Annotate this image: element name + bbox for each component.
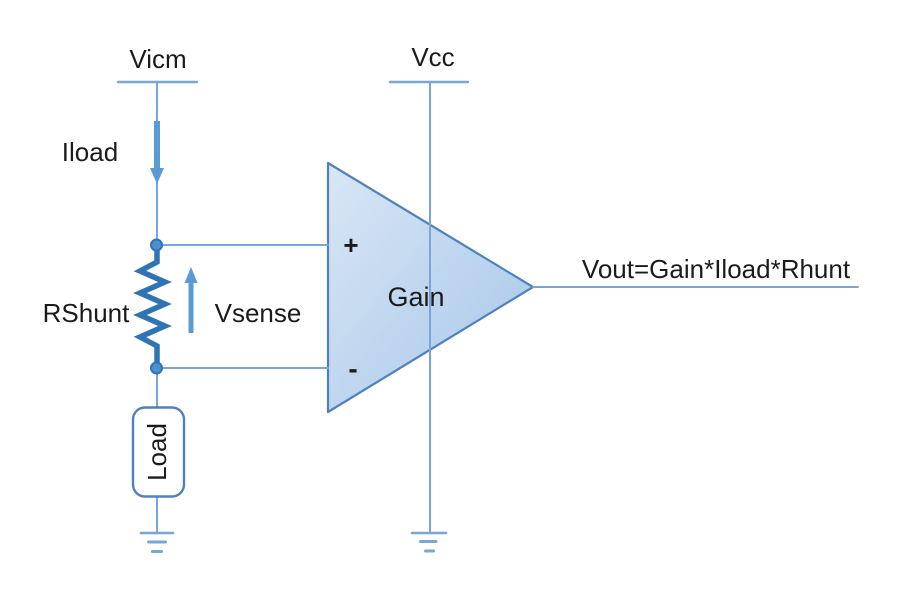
rshunt-resistor (133, 246, 172, 369)
vout-equation-label: Vout=Gain*Iload*Rhunt (582, 254, 851, 284)
vicm-label: Vicm (129, 44, 186, 74)
arrow-head-group (150, 168, 198, 283)
plus-node-dot (150, 238, 163, 252)
iload-label: Iload (62, 137, 118, 167)
vcc-label: Vcc (411, 42, 454, 72)
ground-symbol-vcc (410, 531, 448, 553)
iload-arrowhead-icon (150, 168, 164, 184)
minus-input-sign: - (348, 353, 357, 384)
rshunt-label: RShunt (43, 298, 130, 328)
wire-group (116, 80, 859, 553)
load-label: Load (142, 423, 172, 481)
plus-input-sign: + (343, 230, 358, 260)
ground-symbol-load (139, 531, 175, 553)
vsense-label: Vsense (215, 298, 302, 328)
load-box (131, 406, 186, 498)
node-dot-group (150, 238, 163, 375)
minus-node-dot (150, 361, 163, 375)
gain-label: Gain (387, 282, 444, 312)
vsense-arrowhead-icon (184, 267, 198, 283)
label-group: Vicm Vcc Iload RShunt Vsense Gain + - Lo… (43, 42, 851, 481)
arrow-shaft-group (154, 121, 194, 333)
